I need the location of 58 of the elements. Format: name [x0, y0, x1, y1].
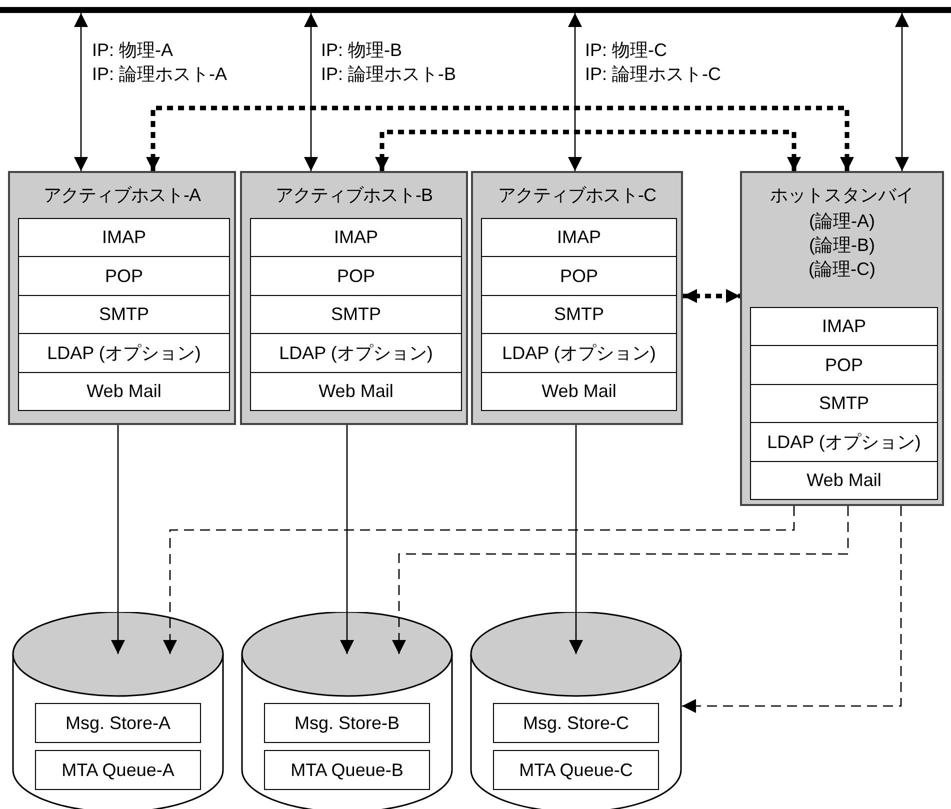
ip-address-label: IP: 論理ホスト-B: [321, 63, 456, 86]
standby-arrow: [163, 506, 795, 654]
store-box: Msg. Store-C: [493, 703, 659, 743]
service-row: Web Mail: [18, 372, 230, 411]
box-heading: アクティブホスト-B: [274, 184, 434, 207]
service-row: SMTP: [750, 384, 938, 424]
arrow: [74, 13, 88, 171]
storage-cylinder: [241, 612, 453, 809]
arrow: [895, 13, 909, 171]
store-box: MTA Queue-B: [264, 750, 430, 790]
store-box: MTA Queue-C: [493, 750, 659, 790]
ip-address-label: IP: 論理ホスト-A: [92, 63, 228, 86]
service-row: IMAP: [481, 218, 677, 258]
store-box: Msg. Store-A: [35, 703, 201, 743]
storage-cylinder: [12, 612, 224, 809]
store-box: MTA Queue-A: [35, 750, 201, 790]
service-row: POP: [481, 256, 677, 296]
service-row: POP: [18, 256, 230, 296]
arrow: [304, 13, 318, 171]
service-row: LDAP (オプション): [750, 422, 938, 462]
failover-arrow: [683, 289, 740, 303]
failover-arrow: [146, 106, 854, 171]
standby-arrow: [682, 506, 902, 713]
logical-host-list: (論理-A) (論理-B) (論理-C): [797, 209, 887, 281]
host-box: [471, 171, 683, 425]
ip-address-label: IP: 物理-A: [92, 39, 174, 62]
service-row: LDAP (オプション): [481, 333, 677, 373]
service-row: POP: [250, 256, 462, 296]
ip-address-label: IP: 物理-B: [321, 39, 402, 62]
service-row: SMTP: [481, 294, 677, 334]
network-bus: [0, 7, 951, 13]
storage-cylinder: [470, 612, 682, 809]
arrow: [111, 425, 125, 654]
standby-host-box: [740, 171, 944, 506]
arrow: [569, 425, 583, 654]
box-heading: アクティブホスト-A: [42, 184, 202, 207]
service-row: Web Mail: [481, 372, 677, 411]
box-heading: ホットスタンバイ: [769, 184, 915, 207]
service-row: SMTP: [18, 294, 230, 334]
ip-address-label: IP: 論理ホスト-C: [585, 63, 722, 86]
box-heading: アクティブホスト-C: [497, 184, 657, 207]
arrow: [568, 13, 582, 171]
service-row: IMAP: [250, 218, 462, 258]
ip-address-label: IP: 物理-C: [585, 39, 668, 62]
arrow: [340, 425, 354, 654]
service-row: POP: [750, 345, 938, 385]
service-row: SMTP: [250, 294, 462, 334]
service-row: LDAP (オプション): [250, 333, 462, 373]
service-row: LDAP (オプション): [18, 333, 230, 373]
host-box: [8, 171, 236, 425]
host-box: [240, 171, 468, 425]
standby-arrow: [392, 506, 849, 654]
service-row: IMAP: [18, 218, 230, 258]
store-box: Msg. Store-B: [264, 703, 430, 743]
service-row: Web Mail: [750, 460, 938, 500]
service-row: IMAP: [750, 307, 938, 346]
failover-arrow: [375, 130, 801, 171]
service-row: Web Mail: [250, 372, 462, 411]
